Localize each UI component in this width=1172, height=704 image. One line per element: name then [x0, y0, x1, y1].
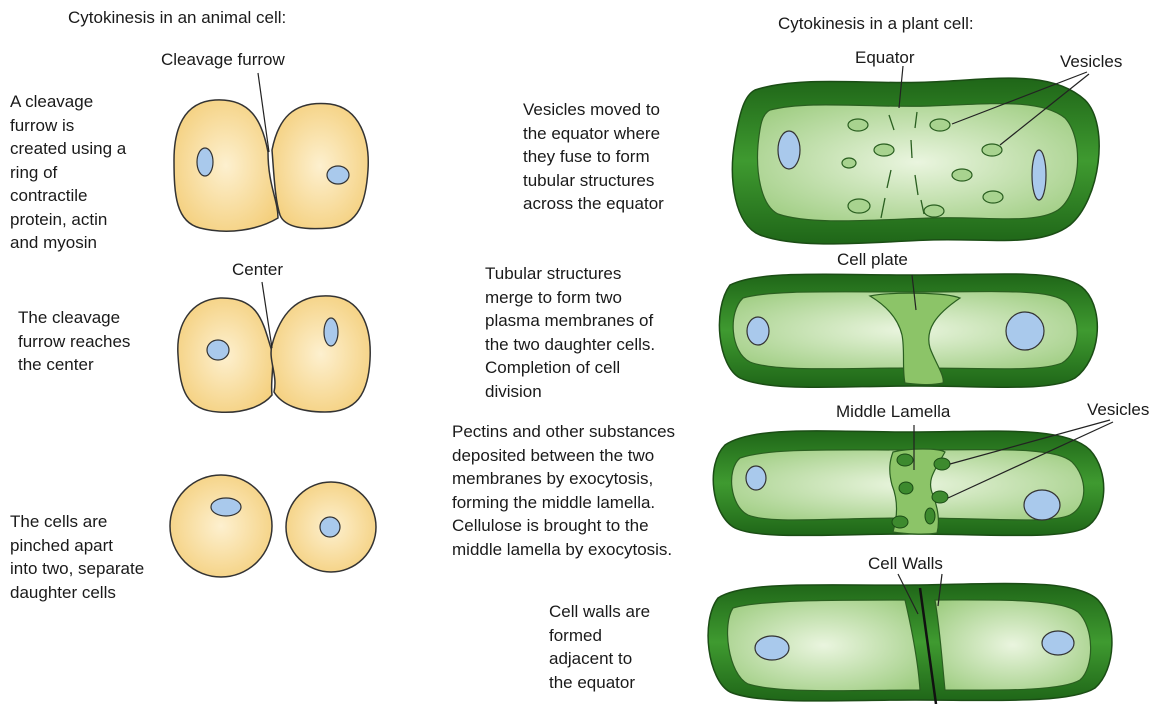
nucleus: [207, 340, 229, 360]
nucleus: [327, 166, 349, 184]
nucleus: [197, 148, 213, 176]
animal-cell-stage2: [178, 282, 370, 412]
animal-cell-stage3: [170, 475, 376, 577]
animal-cell-right-half: [272, 103, 368, 228]
nucleus: [320, 517, 340, 537]
plant-cell-stage3: [713, 420, 1113, 536]
animal-cell-left-half: [174, 100, 278, 231]
nucleus: [755, 636, 789, 660]
animal-cell-stage1: [174, 73, 368, 231]
daughter-cell-left: [170, 475, 272, 577]
nucleus: [1006, 312, 1044, 350]
nucleus: [747, 317, 769, 345]
nucleus: [1024, 490, 1060, 520]
nucleus: [324, 318, 338, 346]
plant-cell-stage2: [719, 274, 1097, 387]
plant-cell-stage1: [732, 66, 1099, 244]
animal-cell-right-half: [271, 296, 370, 412]
nucleus: [211, 498, 241, 516]
nucleus: [1042, 631, 1074, 655]
nucleus: [1032, 150, 1046, 200]
plant-cell-stage4: [708, 574, 1112, 704]
nucleus: [778, 131, 800, 169]
nucleus: [746, 466, 766, 490]
